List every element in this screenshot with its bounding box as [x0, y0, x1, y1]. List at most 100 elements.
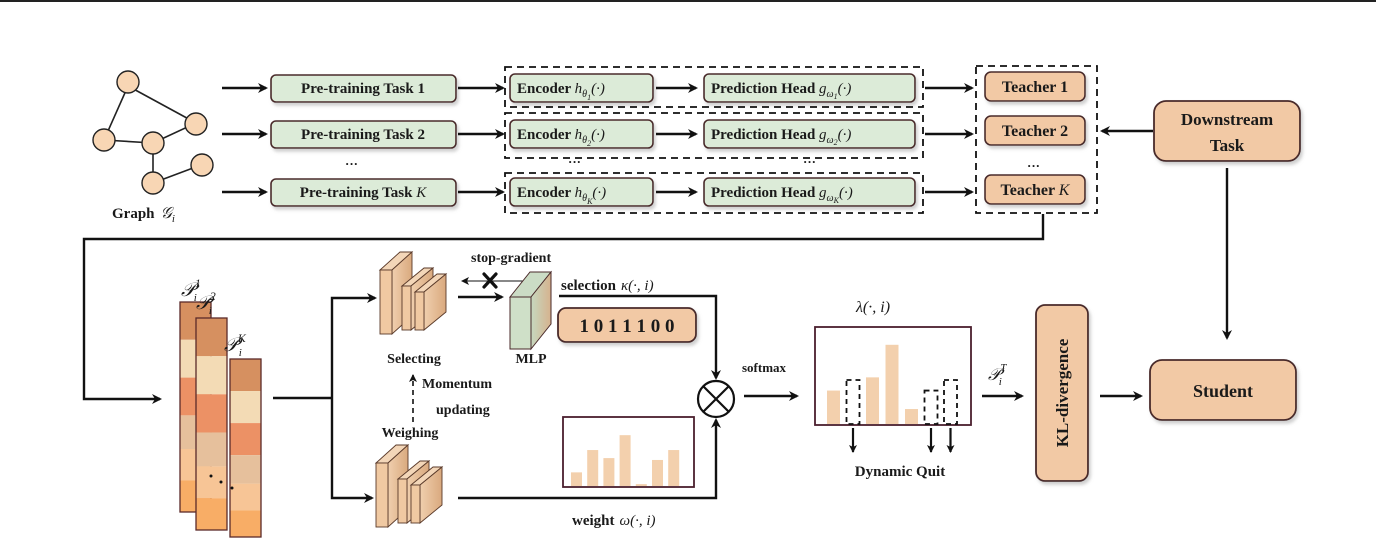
weight-bar [668, 450, 680, 486]
lambda-bar [905, 409, 918, 424]
teacher-box [984, 174, 1086, 205]
multiply-operator-icon [696, 379, 736, 419]
teacher-label: Teacher 2 [1002, 123, 1068, 140]
weight-bars [571, 435, 680, 486]
encoder-label: Encoder hθK(·) [517, 185, 606, 206]
probability-segment [230, 510, 261, 537]
prediction-head-box [703, 177, 916, 207]
encoder-label: Encoder hθ1(·) [517, 81, 605, 102]
teacher-group [975, 65, 1098, 214]
weight-bar [587, 450, 599, 486]
ellipsis-dot [230, 486, 234, 490]
selection-mask-box [557, 307, 697, 343]
lambda-bar-quit [943, 379, 958, 425]
probability-segment [196, 432, 227, 467]
prediction-head-box [703, 119, 916, 149]
connector-teachers-to-stacks [82, 214, 1045, 404]
probability-segment [196, 498, 227, 530]
ellipsis-encoder: ··· [568, 154, 581, 169]
graph-node [116, 70, 140, 94]
pretraining-task-label: Pre-training Task K [300, 185, 427, 201]
encoder-box [509, 73, 654, 103]
graph-node [141, 171, 165, 195]
probability-segment [230, 359, 261, 392]
weighing-label: Weighing [382, 426, 439, 441]
probability-segment [196, 394, 227, 433]
student-label: Student [1193, 381, 1253, 401]
stop-gradient-x-icon [482, 272, 498, 289]
pretraining-task-label: Pre-training Task 2 [301, 127, 425, 143]
encoder-box [509, 119, 654, 149]
graph-node [190, 153, 214, 177]
updating-label: updating [436, 403, 490, 418]
kl-divergence-label: KL-divergence [1053, 338, 1072, 447]
pretraining-task-box [270, 178, 457, 207]
weight-bar [635, 484, 647, 486]
downstream-task-label-1: Downstream [1181, 110, 1273, 129]
student-box [1149, 359, 1297, 421]
teacher-box [984, 71, 1086, 102]
softmax-label: softmax [742, 360, 787, 375]
weight-bar [652, 459, 663, 486]
mlp-block [508, 270, 553, 351]
encoder-box [509, 177, 654, 207]
selecting-network [378, 250, 448, 336]
probability-segment [230, 423, 261, 456]
prediction-head-label: Prediction Head gω1(·) [711, 81, 851, 101]
probability-segment [230, 455, 261, 484]
ellipsis-dot [219, 480, 223, 484]
svg-text:···: ··· [803, 154, 816, 169]
arrow-to-weighing [330, 398, 374, 503]
probability-stack [229, 358, 262, 538]
svg-text:···: ··· [1027, 158, 1040, 173]
probability-segment [196, 318, 227, 357]
teacher-box [984, 115, 1086, 146]
ellipsis-tasks: ··· [345, 156, 358, 171]
graph-node [184, 112, 208, 136]
weighing-network [374, 443, 444, 529]
probability-segment [230, 391, 261, 424]
weight-bar [619, 435, 631, 486]
probability-stack [195, 317, 228, 531]
lambda-bar [866, 377, 879, 424]
lambda-label: λ(·, i) [855, 299, 890, 316]
dynamic-quit-arrows [849, 428, 955, 453]
ellipsis-teachers: ··· [1027, 158, 1040, 173]
downstream-task-box [1153, 100, 1301, 162]
probability-segment [196, 356, 227, 395]
lambda-bars [827, 344, 958, 425]
ellipsis-head: ··· [803, 154, 816, 169]
svg-text:···: ··· [345, 156, 358, 171]
svg-text:···: ··· [568, 154, 581, 169]
probability-segment [230, 483, 261, 511]
lambda-bar-quit [923, 389, 939, 425]
prediction-head-label: Prediction Head gω2(·) [711, 127, 851, 147]
dynamic-quit-label: Dynamic Quit [855, 464, 945, 480]
encoder-label: Encoder hθ2(·) [517, 127, 605, 148]
momentum-label: Momentum [422, 377, 492, 392]
encoder-head-groups [504, 66, 924, 214]
lambda-bar [885, 344, 899, 424]
graph-node [92, 128, 116, 152]
teacher-label: Teacher K [1001, 182, 1071, 199]
lambda-bar [827, 390, 840, 424]
stop-gradient-label: stop-gradient [471, 251, 551, 266]
lambda-bar-quit [845, 379, 861, 425]
mlp-label: MLP [515, 352, 547, 367]
weight-bar [603, 458, 615, 486]
arrow-to-selecting [330, 293, 377, 398]
selecting-label: Selecting [387, 352, 441, 367]
selection-mask-value: 1 0 1 1 1 0 0 [580, 316, 675, 337]
kl-divergence-box [1035, 304, 1089, 482]
arrow-weight-to-multiply [458, 418, 721, 500]
ellipsis-dot [209, 474, 213, 478]
